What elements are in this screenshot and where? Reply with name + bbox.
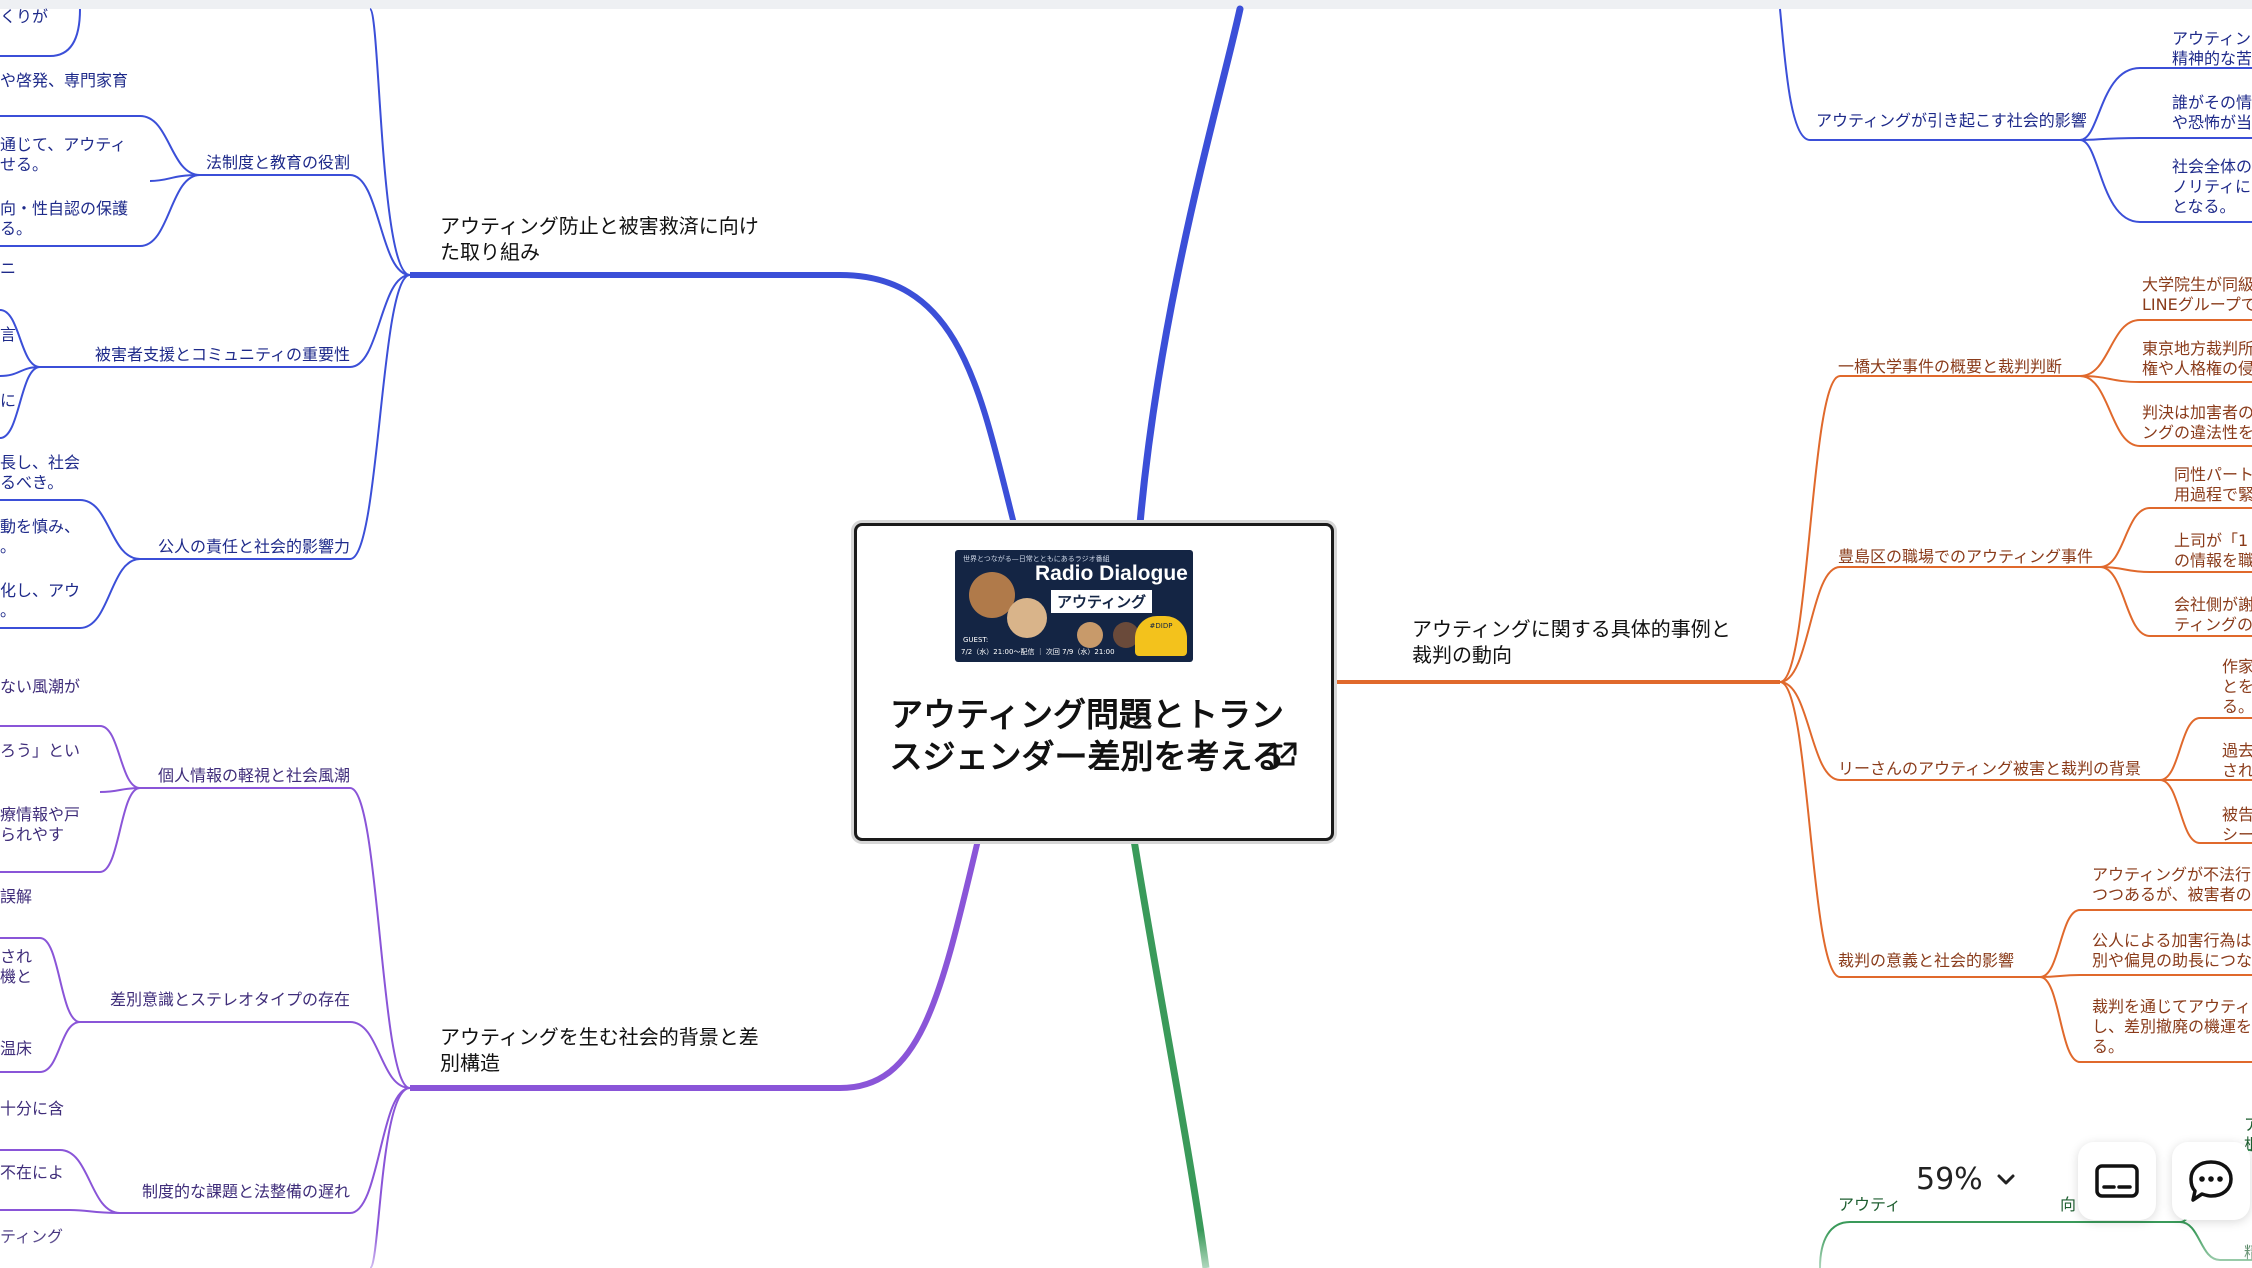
leaf-purple-4: され機と bbox=[0, 947, 32, 986]
leaf-purple-7: 不在によ bbox=[0, 1163, 64, 1182]
branch-title-blue: アウティング防止と被害救済に向けた取り組み bbox=[440, 214, 759, 264]
banner-date: 7/2（水）21:00〜配信 ｜ 次回 7/9（水）21:00 bbox=[961, 648, 1115, 656]
branch-line-green bbox=[1130, 839, 1210, 1268]
group-label-blue-1: 被害者支援とコミュニティの重要性 bbox=[95, 345, 350, 364]
subtitles-icon bbox=[2095, 1164, 2139, 1198]
zoom-level-value: 59% bbox=[1916, 1161, 1983, 1197]
central-node-title: アウティング問題とトランスジェンダー差別を考える bbox=[889, 695, 1285, 776]
banner-subtitle: アウティング bbox=[1051, 590, 1153, 613]
group-label-purple-2: 制度的な課題と法整備の遅れ bbox=[142, 1182, 350, 1201]
top-bar bbox=[0, 0, 2252, 9]
leaf-orange-9: アウティングが不法行つつあるが、被害者の bbox=[2092, 865, 2252, 904]
leaf-purple-3: 誤解 bbox=[0, 887, 32, 906]
leaf-blue-7: 長し、社会るべき。 bbox=[0, 453, 80, 492]
branch-line-blue-top bbox=[1136, 5, 1244, 528]
group-label-blue-0: 法制度と教育の役割 bbox=[206, 153, 350, 172]
leaf-blue-0: くりが bbox=[0, 7, 48, 26]
zoom-level-dropdown[interactable]: 59% bbox=[1916, 1156, 2017, 1202]
banner-title: Radio Dialogue bbox=[1035, 562, 1188, 585]
leaf-blue-5: 言 bbox=[0, 325, 16, 344]
leaf-orange-3: 同性パート用過程で緊 bbox=[2174, 465, 2252, 504]
leaf-blue-8: 動を慎み、。 bbox=[0, 517, 80, 556]
leaf-orange-8: 被告シー bbox=[2222, 805, 2252, 844]
leaf-blue-2: 通じて、アウティせる。 bbox=[0, 135, 126, 174]
group-label-purple-1: 差別意識とステレオタイプの存在 bbox=[110, 990, 350, 1009]
group-label-purple-0: 個人情報の軽視と社会風潮 bbox=[158, 766, 350, 785]
leaf-orange-6: 作家とをる。 bbox=[2222, 657, 2252, 716]
leaf-green-1: 精 bbox=[2244, 1243, 2252, 1262]
leaf-purple-6: 十分に含 bbox=[0, 1099, 64, 1118]
chat-button[interactable] bbox=[2172, 1142, 2250, 1220]
group-label-orange-0: 一橋大学事件の概要と裁判判断 bbox=[1838, 357, 2062, 376]
branch-line-purple bbox=[410, 839, 981, 1091]
leaf-orange-11: 裁判を通じてアウティし、差別撤廃の機運をる。 bbox=[2092, 997, 2252, 1056]
leaf-blue-9: 化し、アウ。 bbox=[0, 581, 80, 620]
central-node[interactable]: 世界とつながる—日常とともにあるラジオ番組 Radio Dialogue アウテ… bbox=[854, 523, 1334, 841]
group-label-orange-1: 豊島区の職場でのアウティング事件 bbox=[1838, 547, 2093, 566]
external-link-icon[interactable] bbox=[1269, 740, 1299, 770]
guest-photo bbox=[1007, 598, 1047, 638]
branch-line-blue-left bbox=[410, 272, 1017, 525]
leaf-blue-3: 向・性自認の保護る。 bbox=[0, 199, 128, 238]
leaf-green-0: ア根 bbox=[2244, 1115, 2252, 1154]
leaf-blue-4: ニ bbox=[0, 259, 16, 278]
leaf-orange-10: 公人による加害行為は別や偏見の助長につな bbox=[2092, 931, 2252, 970]
episode-banner-image: 世界とつながる—日常とともにあるラジオ番組 Radio Dialogue アウテ… bbox=[955, 550, 1193, 662]
branch-title-purple: アウティングを生む社会的背景と差別構造 bbox=[440, 1025, 759, 1075]
leaf-purple-1: ろう」とい bbox=[0, 741, 80, 760]
group-label-orange-2: リーさんのアウティング被害と裁判の背景 bbox=[1838, 759, 2141, 778]
leaf-blue-tr-2: 社会全体のノリティにとなる。 bbox=[2172, 157, 2252, 216]
chevron-down-icon bbox=[1997, 1174, 2015, 1185]
group-label-orange-3: 裁判の意義と社会的影響 bbox=[1838, 951, 2014, 970]
group-label-blue-2: 公人の責任と社会的影響力 bbox=[158, 537, 350, 556]
group-label-green-fragment-1: アウティ bbox=[1838, 1195, 1901, 1214]
leaf-purple-0: ない風潮が bbox=[0, 677, 80, 696]
leaf-orange-2: 判決は加害者のングの違法性を bbox=[2142, 403, 2252, 442]
leaf-orange-7: 過去され bbox=[2222, 741, 2252, 780]
leaf-blue-6: に bbox=[0, 391, 16, 410]
banner-guest-label: GUEST: bbox=[963, 636, 989, 644]
leaf-orange-5: 会社側が謝ティングの bbox=[2174, 595, 2252, 634]
leaf-blue-1: や啓発、専門家育 bbox=[0, 71, 128, 90]
leaf-blue-tr-1: 誰がその情や恐怖が当 bbox=[2172, 93, 2252, 132]
leaf-purple-8: ティング bbox=[0, 1227, 63, 1246]
host-photo bbox=[1113, 622, 1139, 648]
chat-bubble-icon bbox=[2189, 1160, 2233, 1202]
banner-top-text: 世界とつながる—日常とともにあるラジオ番組 bbox=[963, 555, 1110, 563]
banner-badge: #DIDP bbox=[1135, 616, 1187, 656]
leaf-orange-1: 東京地方裁判所権や人格権の侵 bbox=[2142, 339, 2252, 378]
host-photo bbox=[1077, 622, 1103, 648]
branch-title-orange: アウティングに関する具体的事例と裁判の動向 bbox=[1412, 617, 1731, 667]
leaf-purple-2: 療情報や戸られやす bbox=[0, 805, 80, 844]
group-label-blue-top-right: アウティングが引き起こす社会的影響 bbox=[1816, 111, 2087, 130]
subtitles-button[interactable] bbox=[2078, 1142, 2156, 1220]
leaf-purple-5: 温床 bbox=[0, 1039, 32, 1058]
leaf-blue-tr-0: アウティン精神的な苦 bbox=[2172, 29, 2252, 68]
